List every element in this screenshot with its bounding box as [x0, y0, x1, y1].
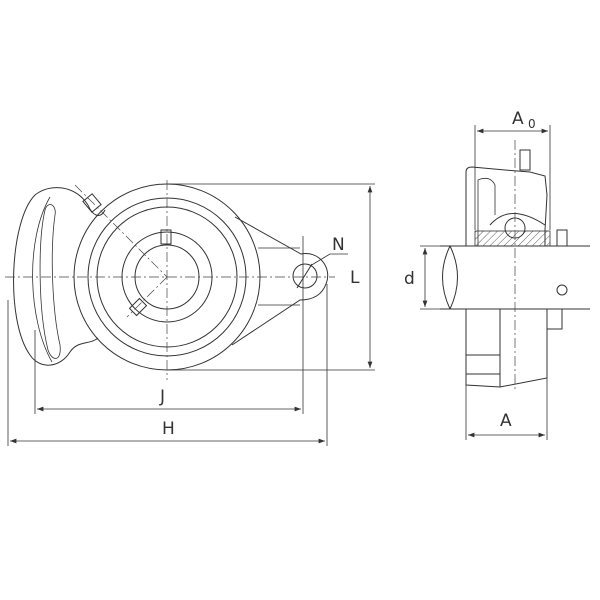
- grease-nipple-side: [519, 149, 531, 171]
- label-d: d: [404, 269, 415, 289]
- front-view: L N J H: [5, 180, 375, 446]
- label-J: J: [159, 387, 165, 407]
- set-screw-top: [160, 229, 172, 245]
- housing-bottom: [465, 309, 548, 388]
- label-A: A: [500, 411, 512, 431]
- handle-outer: [13, 187, 99, 366]
- inner-ring-section: [474, 230, 551, 247]
- housing-top: [465, 166, 548, 246]
- label-A0-subscript: 0: [528, 117, 536, 131]
- label-N: N: [332, 235, 345, 255]
- bolt-hole: [292, 263, 318, 289]
- leader-N: [309, 253, 348, 267]
- side-view: A 0 d A: [404, 109, 590, 440]
- handle-inner: [39, 204, 61, 359]
- grease-nipple: [82, 193, 102, 213]
- label-A0: A: [512, 109, 524, 129]
- label-H: H: [162, 419, 175, 439]
- flange-ear: [231, 216, 329, 346]
- set-screw-angled: [128, 297, 148, 317]
- label-L: L: [350, 268, 360, 288]
